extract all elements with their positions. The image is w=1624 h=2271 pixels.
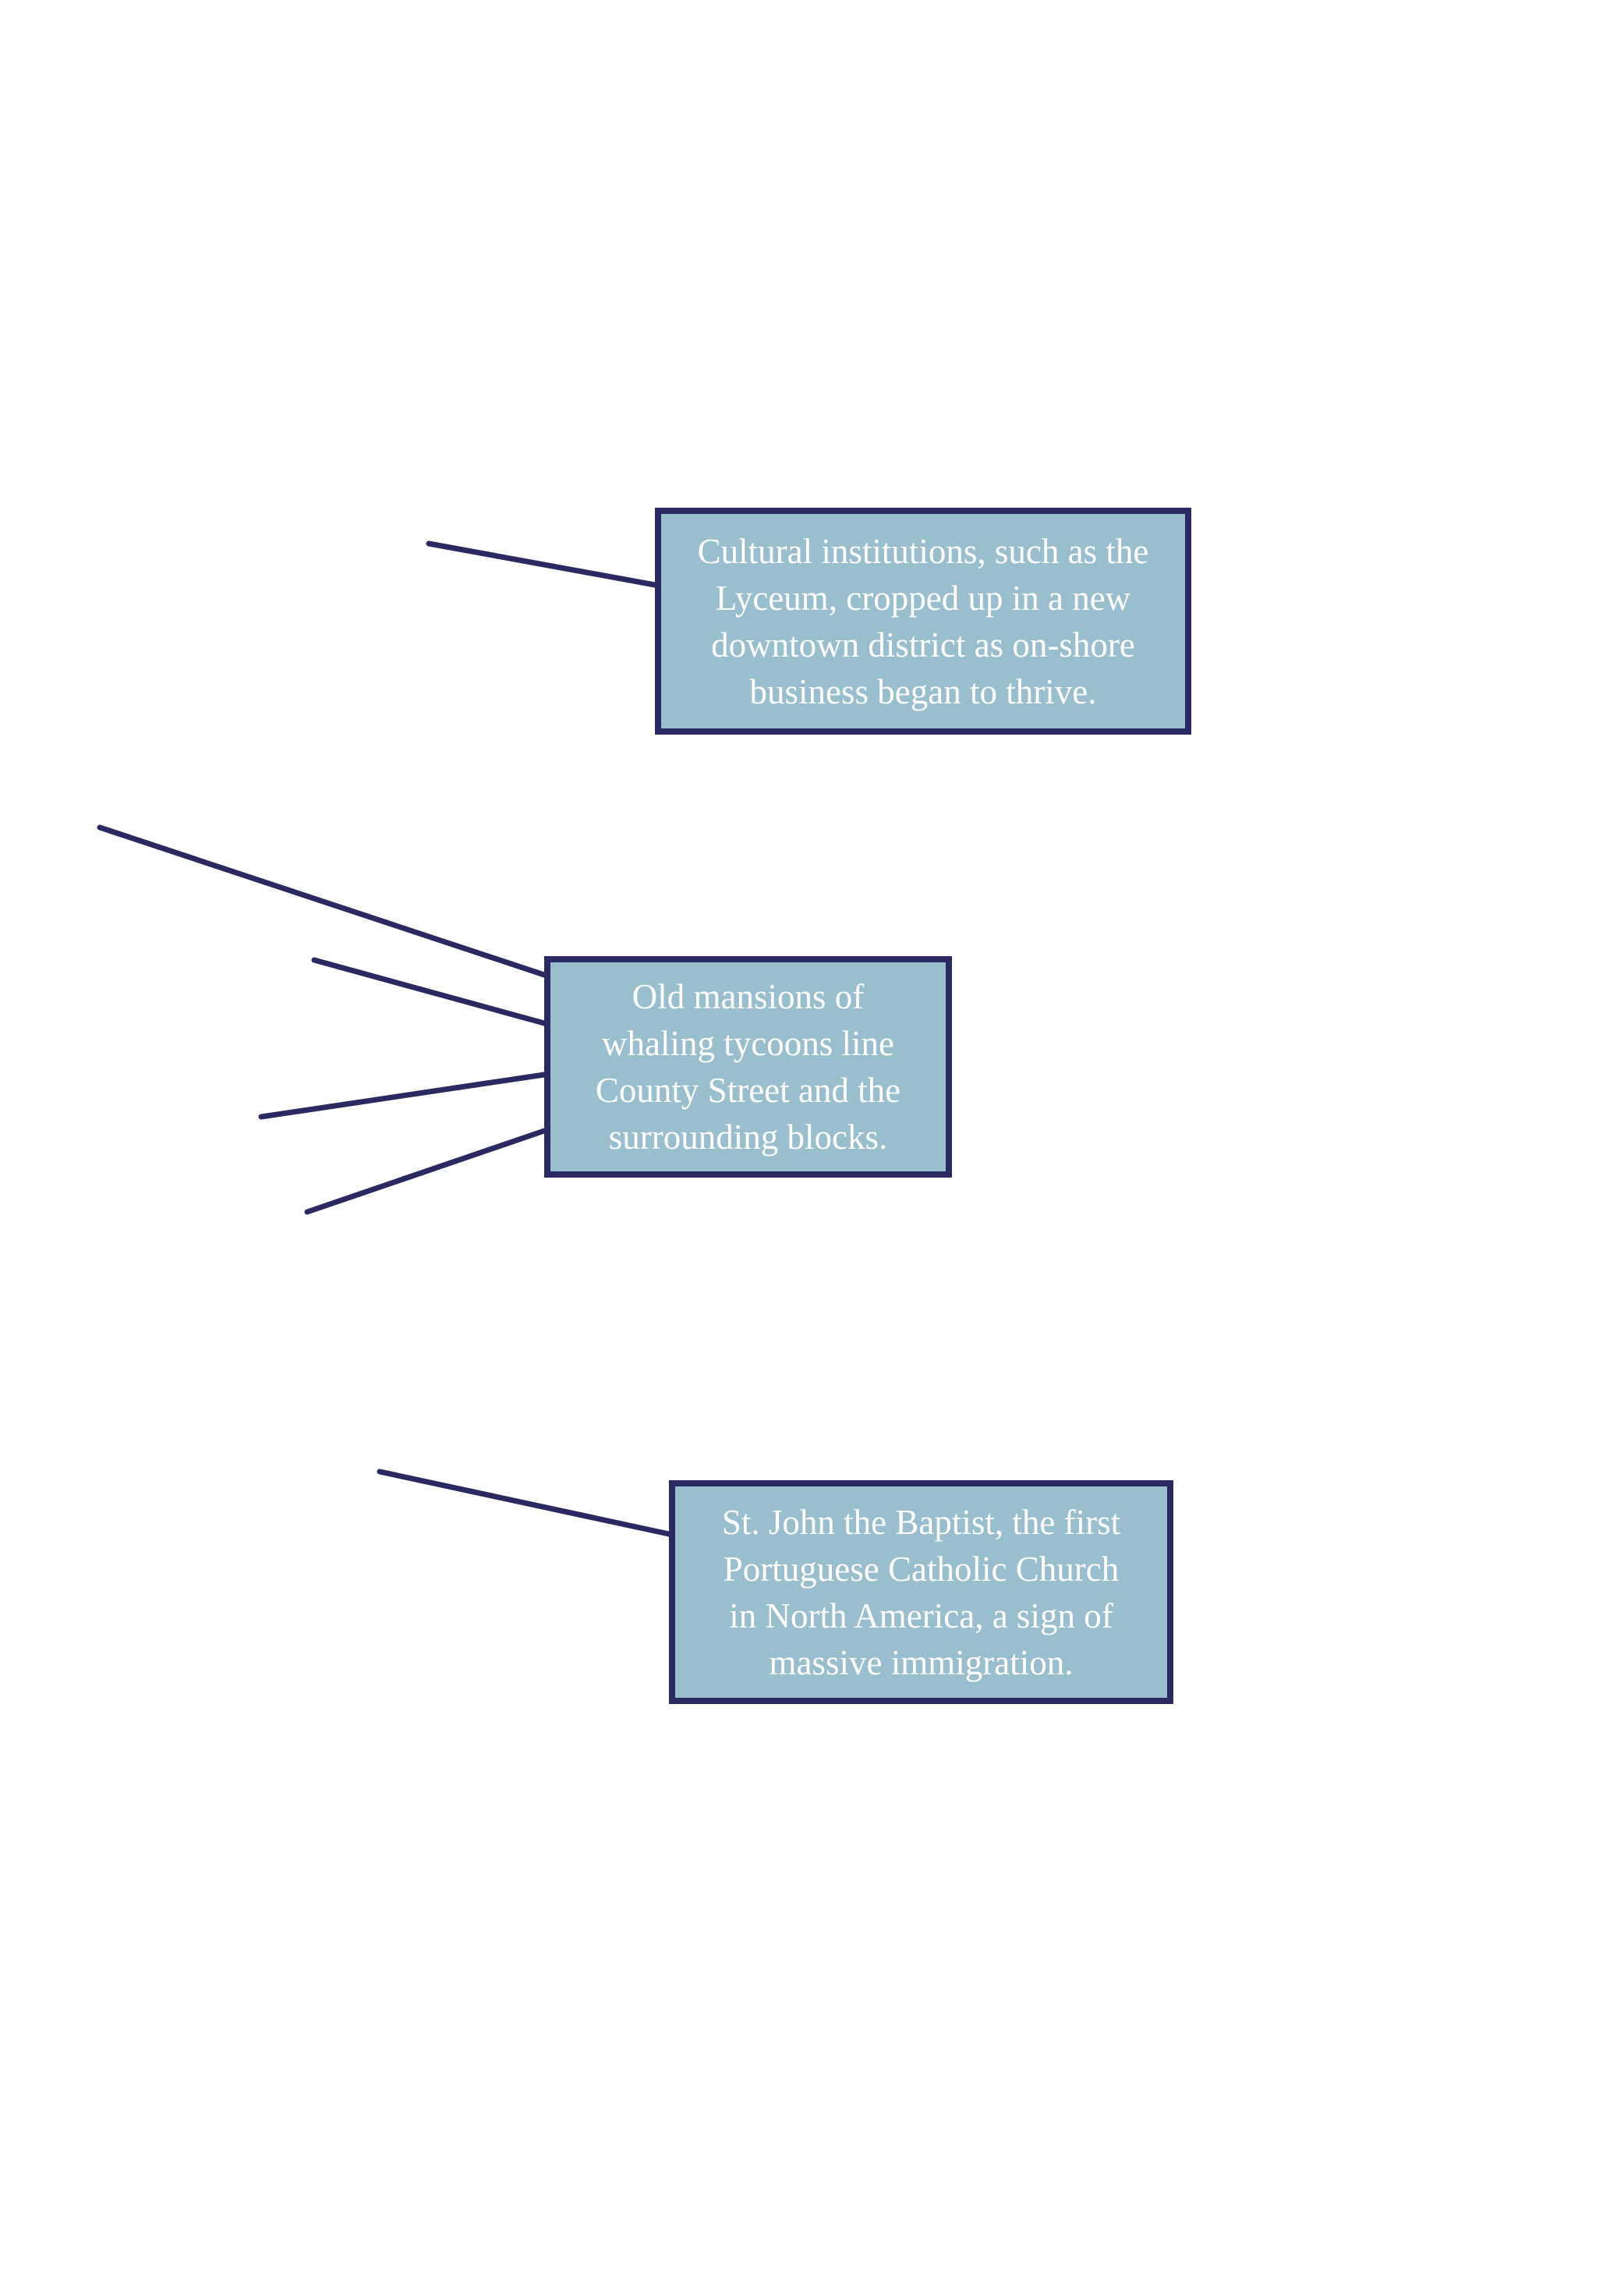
callout-text-line: St. John the Baptist, the first	[721, 1502, 1121, 1542]
callout-text-line: surrounding blocks.	[608, 1118, 888, 1157]
leader-line-church	[377, 1469, 672, 1537]
callout-text: Cultural institutions, such as the Lyceu…	[698, 528, 1149, 715]
callout-text-line: business began to thrive.	[749, 671, 1097, 711]
callout-text-line: massive immigration.	[769, 1642, 1074, 1682]
callout-text-line: County Street and the	[595, 1071, 901, 1110]
callout-text: Old mansions of whaling tycoons line Cou…	[596, 973, 900, 1160]
callout-text-line: downtown district as on-shore	[711, 625, 1135, 664]
callout-church: St. John the Baptist, the first Portugue…	[669, 1480, 1173, 1704]
leader-line-mansions-1	[97, 824, 547, 978]
callout-text-line: Cultural institutions, such as the	[697, 531, 1149, 571]
callout-text-line: Portuguese Catholic Church	[723, 1549, 1120, 1589]
leader-line-lyceum	[426, 540, 658, 588]
callout-text-line: in North America, a sign of	[729, 1596, 1113, 1635]
callout-text-line: Old mansions of	[632, 977, 865, 1016]
callout-text-line: whaling tycoons line	[602, 1024, 894, 1063]
leader-line-mansions-2	[311, 957, 547, 1026]
leader-line-mansions-3	[258, 1072, 547, 1120]
leader-line-mansions-4	[304, 1128, 547, 1215]
callout-mansions: Old mansions of whaling tycoons line Cou…	[544, 956, 952, 1178]
callout-text: St. John the Baptist, the first Portugue…	[722, 1499, 1120, 1686]
callout-text-line: Lyceum, cropped up in a new	[715, 578, 1131, 618]
callout-lyceum: Cultural institutions, such as the Lyceu…	[655, 508, 1191, 735]
